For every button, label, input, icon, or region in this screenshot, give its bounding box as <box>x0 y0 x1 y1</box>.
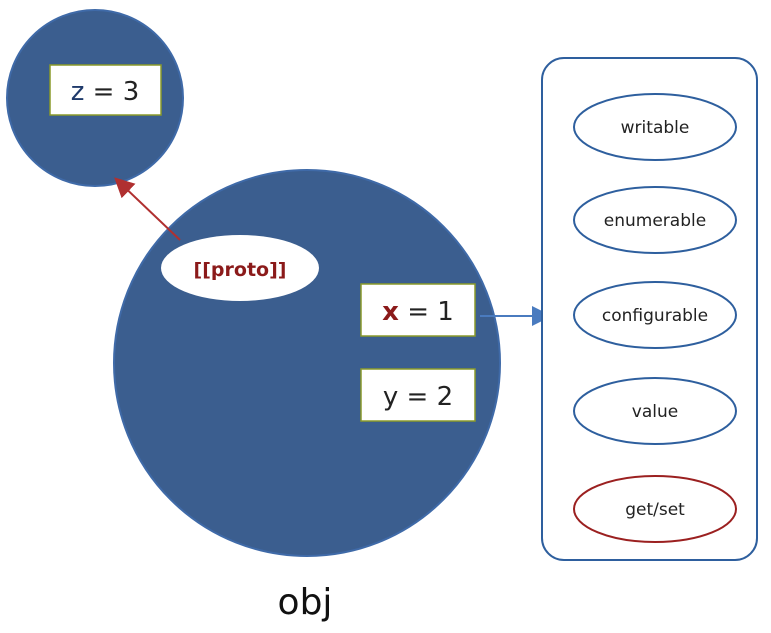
property-value-x: = 1 <box>399 297 454 327</box>
obj-circle <box>113 169 501 557</box>
svg-text:y = 2: y = 2 <box>383 382 453 412</box>
attribute-enumerable: enumerable <box>573 186 737 254</box>
proto-property-name: z <box>71 77 85 107</box>
svg-text:x = 1: x = 1 <box>382 297 454 327</box>
proto-property-box: z = 3 <box>49 64 162 116</box>
attribute-label-enumerable: enumerable <box>604 211 706 231</box>
property-value-y: = 2 <box>398 382 453 412</box>
svg-text:z = 3: z = 3 <box>71 77 140 107</box>
attribute-label-get-set: get/set <box>625 500 685 520</box>
attribute-writable: writable <box>573 93 737 161</box>
proto-link-ellipse: [[proto]] <box>161 235 319 301</box>
obj-label: obj <box>278 582 333 623</box>
attribute-get-set: get/set <box>573 475 737 543</box>
attribute-label-writable: writable <box>621 118 690 138</box>
proto-property-value: = 3 <box>84 77 139 107</box>
attribute-label-value: value <box>632 402 678 422</box>
property-name-x: x <box>382 297 399 327</box>
proto-link-label: [[proto]] <box>194 259 287 281</box>
property-box-y: y = 2 <box>360 368 476 422</box>
attribute-value: value <box>573 377 737 445</box>
attribute-label-configurable: configurable <box>602 306 708 326</box>
proto-link-arrow <box>114 177 181 241</box>
property-name-y: y <box>383 382 398 412</box>
property-box-x: x = 1 <box>360 283 476 337</box>
attribute-configurable: configurable <box>573 281 737 349</box>
